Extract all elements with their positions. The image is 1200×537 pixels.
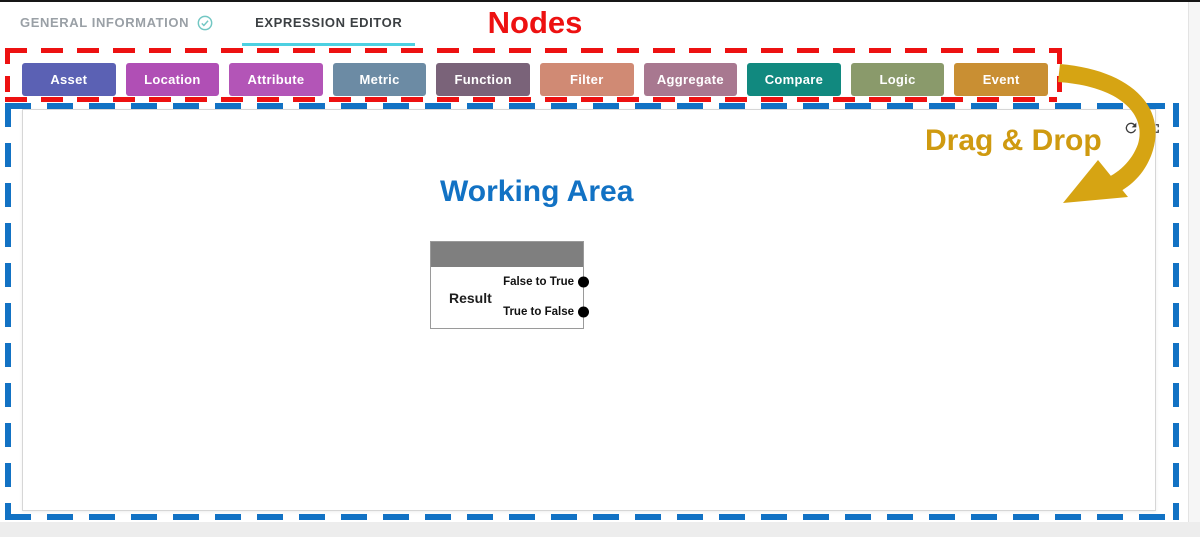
tab-expression-editor-label: EXPRESSION EDITOR <box>255 15 403 30</box>
node-button-function[interactable]: Function <box>436 63 530 96</box>
port-connector-dot[interactable] <box>578 306 589 318</box>
port-label: True to False <box>503 306 574 318</box>
node-button-event[interactable]: Event <box>954 63 1048 96</box>
drag-drop-annotation-label: Drag & Drop <box>925 124 1102 157</box>
right-gutter <box>1188 2 1200 522</box>
node-button-location[interactable]: Location <box>125 63 220 96</box>
canvas-toolbar <box>1122 119 1163 137</box>
node-palette: Asset Location Attribute Metric Function Filt… <box>22 63 1048 96</box>
node-button-compare[interactable]: Compare <box>747 63 841 96</box>
node-button-logic[interactable]: Logic <box>850 63 945 96</box>
result-node-title: Result <box>449 289 492 306</box>
node-button-attribute[interactable]: Attribute <box>229 63 323 96</box>
tab-general-information-label: GENERAL INFORMATION <box>20 15 190 30</box>
result-node-body: Result False to True True to False <box>431 267 589 328</box>
fullscreen-icon[interactable] <box>1145 119 1163 137</box>
tab-general-information[interactable]: GENERAL INFORMATION <box>20 2 226 46</box>
working-area-annotation-label: Working Area <box>440 175 634 208</box>
window-top-edge <box>0 0 1200 2</box>
result-node-header[interactable] <box>431 242 583 267</box>
port-label: False to True <box>503 276 574 288</box>
node-button-aggregate[interactable]: Aggregate <box>643 63 738 96</box>
nodes-annotation-label: Nodes <box>487 5 583 40</box>
refresh-icon[interactable] <box>1122 119 1140 137</box>
working-area-canvas[interactable] <box>22 109 1156 511</box>
tab-expression-editor[interactable]: EXPRESSION EDITOR <box>242 2 416 46</box>
node-button-metric[interactable]: Metric <box>332 63 427 96</box>
node-button-filter[interactable]: Filter <box>539 63 634 96</box>
result-node[interactable]: Result False to True True to False <box>430 241 589 329</box>
port-connector-dot[interactable] <box>578 276 589 288</box>
node-button-asset[interactable]: Asset <box>22 63 116 96</box>
check-circle-icon <box>197 15 213 31</box>
tab-bar: GENERAL INFORMATION EXPRESSION EDITOR <box>0 2 1188 46</box>
bottom-gutter <box>0 522 1200 537</box>
port-row-true-to-false: True to False <box>503 304 589 320</box>
port-row-false-to-true: False to True <box>503 274 589 290</box>
